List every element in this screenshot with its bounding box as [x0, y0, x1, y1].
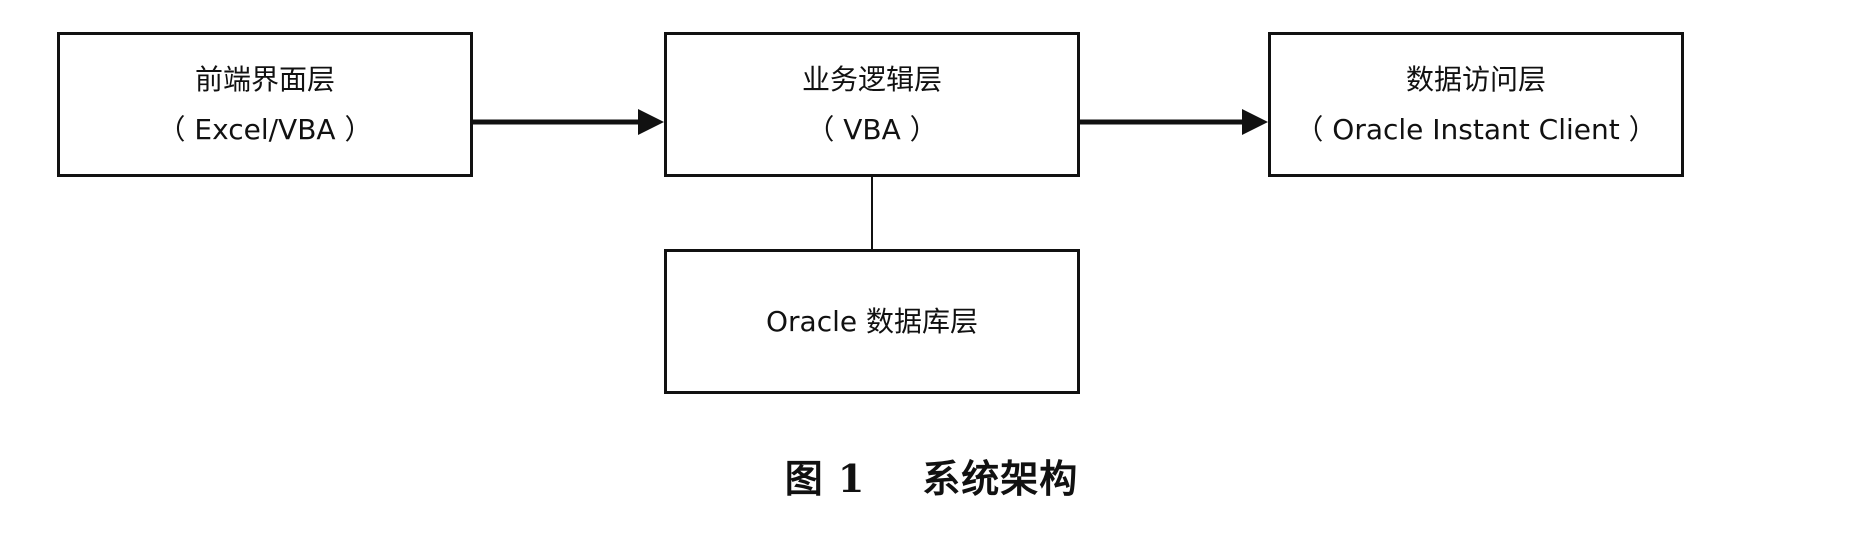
node-subtitle: （ Oracle Instant Client ） — [1295, 112, 1657, 146]
node-title: 数据访问层 — [1405, 62, 1546, 96]
node-subtitle: （ VBA ） — [806, 112, 938, 146]
node-subtitle: （ Excel/VBA ） — [157, 112, 373, 146]
node-business-logic-layer: 业务逻辑层 （ VBA ） — [664, 32, 1080, 177]
node-oracle-database-layer: Oracle 数据库层 — [664, 249, 1080, 394]
arrowhead-business — [638, 109, 664, 135]
node-data-access-layer: 数据访问层 （ Oracle Instant Client ） — [1268, 32, 1684, 177]
node-frontend-layer: 前端界面层 （ Excel/VBA ） — [57, 32, 473, 177]
arrowhead-access — [1242, 109, 1268, 135]
node-title: Oracle 数据库层 — [765, 304, 978, 338]
node-title: 前端界面层 — [194, 62, 335, 96]
figure-caption: 图 1 系统架构 — [784, 456, 1079, 501]
node-title: 业务逻辑层 — [801, 62, 942, 96]
